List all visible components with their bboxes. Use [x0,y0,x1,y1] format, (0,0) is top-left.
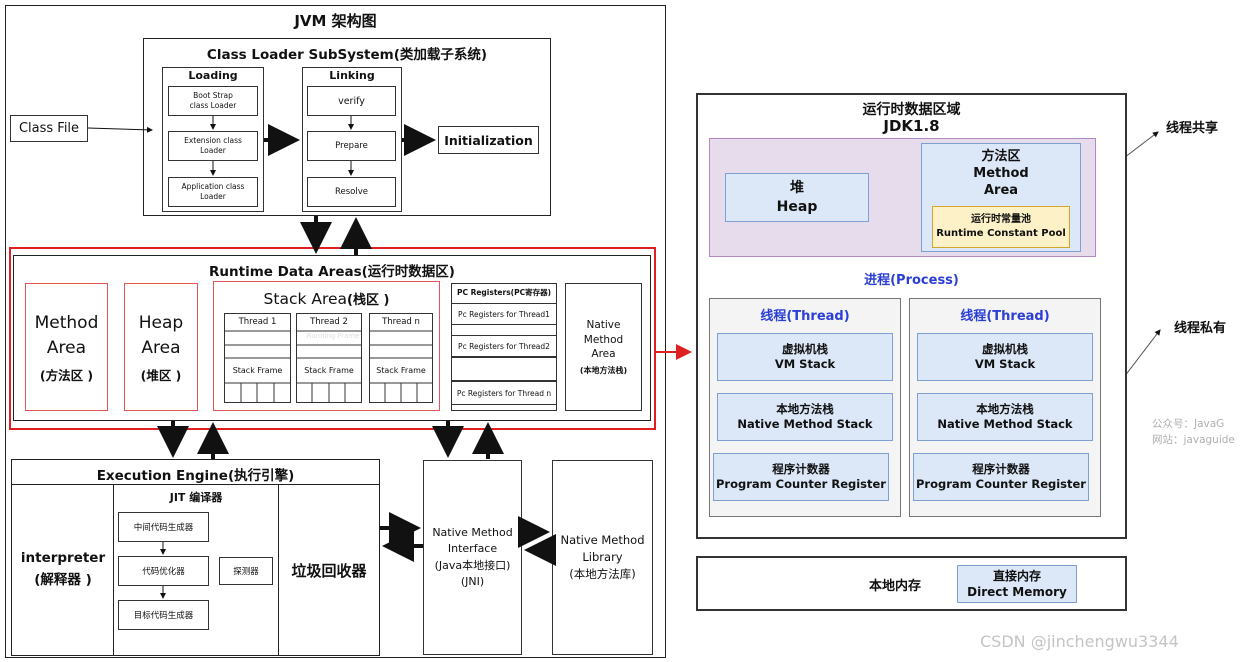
initialization-box: Initialization [438,126,539,154]
direct-memory-box: 直接内存 Direct Memory [957,565,1077,603]
native-method-area-cn: (本地方法栈) [579,366,628,376]
jit-title: JIT 编译器 [169,491,223,504]
verify-box: verify [307,86,396,116]
pc-register-1: 程序计数器 Program Counter Register [713,453,889,501]
application-loader: Application class Loader [168,177,258,207]
jvm-title: JVM 架构图 [294,12,377,30]
thread-private-label: 线程私有 [1174,321,1227,336]
stack-frame-label-1: Stack Frame [232,366,283,375]
linking-title: Linking [329,69,375,82]
pc-register-2: 程序计数器 Program Counter Register [913,453,1089,501]
pc-register-thread1: Pc Registers for Thread1 [451,303,557,325]
interpreter-box: interpreter (解释器 ) [20,550,106,588]
pc-registers-title: PC Registers(PC寄存器) [456,288,552,297]
thread-shared-label: 线程共享 [1166,121,1219,136]
loading-title: Loading [188,69,238,82]
vm-stack-1: 虚拟机栈 VM Stack [717,333,893,381]
vm-stack-2: 虚拟机栈 VM Stack [917,333,1093,381]
prepare-box: Prepare [307,131,396,161]
stack-area-cn: (栈区 ) [347,293,390,308]
extension-loader: Extension class Loader [168,131,258,161]
method-area-box: Method Area (方法区 ) [25,283,108,411]
native-method-area-label: Native Method Area [583,318,624,361]
thread-2-label: Thread 2 [310,317,348,327]
method-area-right-label: 方法区 Method Area [973,149,1029,198]
local-memory-label: 本地内存 [869,579,922,594]
class-file-box: Class File [10,115,88,142]
stack-area-name: Stack Area [263,290,348,308]
resolve-box: Resolve [307,177,396,207]
code-optimizer-box: 代码优化器 [118,556,209,586]
pc-register-thread2: Pc Registers for Thread2 [451,335,557,357]
method-area-label: Method Area [34,312,99,359]
right-title: 运行时数据区域 [862,102,961,118]
bootstrap-loader: Boot Strap class Loader [168,86,258,116]
pc-register-empty [451,357,557,381]
class-loader-title: Class Loader SubSystem(类加载子系统) [206,47,488,63]
thread-2-title: 线程(Thread) [960,309,1050,324]
csdn-footer: CSDN @jinchengwu3344 [980,632,1179,651]
target-code-generator-box: 目标代码生成器 [118,600,209,630]
heap-area-cn: (堆区 ) [140,367,182,383]
thread-1-label: Thread 1 [238,317,277,327]
stack-area-title: Stack Area(栈区 ) [213,289,440,308]
stack-frame-label-2: Stack Frame [304,366,354,375]
runtime-title: Runtime Data Areas(运行时数据区) [209,264,455,280]
running-frame-watermark: Running Frame [306,332,360,340]
runtime-highlight-frame [9,247,656,430]
stack-frame-label-n: Stack Frame [376,366,426,375]
native-library-box: Native Method Library (本地方法库) [552,460,653,655]
jdk-version: JDK1.8 [883,117,940,135]
constant-pool-box: 运行时常量池 Runtime Constant Pool [932,206,1070,248]
watermark-text: 公众号：JavaG 网站：javaguide [1152,418,1235,446]
gc-box: 垃圾回收器 [291,561,367,580]
heap-area-box: Heap Area (堆区 ) [124,283,198,411]
heap-box: 堆 Heap [725,173,869,222]
pc-register-threadn: Pc Registers for Thread n [451,381,557,405]
thread-1-title: 线程(Thread) [760,309,850,324]
ir-generator-box: 中间代码生成器 [118,512,209,542]
process-label: 进程(Process) [864,273,959,288]
native-stack-1: 本地方法栈 Native Method Stack [717,393,893,441]
jni-box: Native Method Interface (Java本地接口) (JNI) [423,460,522,655]
native-method-area-box: Native Method Area (本地方法栈) [565,283,642,411]
native-stack-2: 本地方法栈 Native Method Stack [917,393,1093,441]
thread-n-label: Thread n [382,317,420,327]
heap-area-label: Heap Area [138,312,184,359]
execution-engine-title: Execution Engine(执行引擎) [96,468,295,484]
method-area-cn: (方法区 ) [39,367,94,383]
detector-box: 探测器 [219,557,273,585]
